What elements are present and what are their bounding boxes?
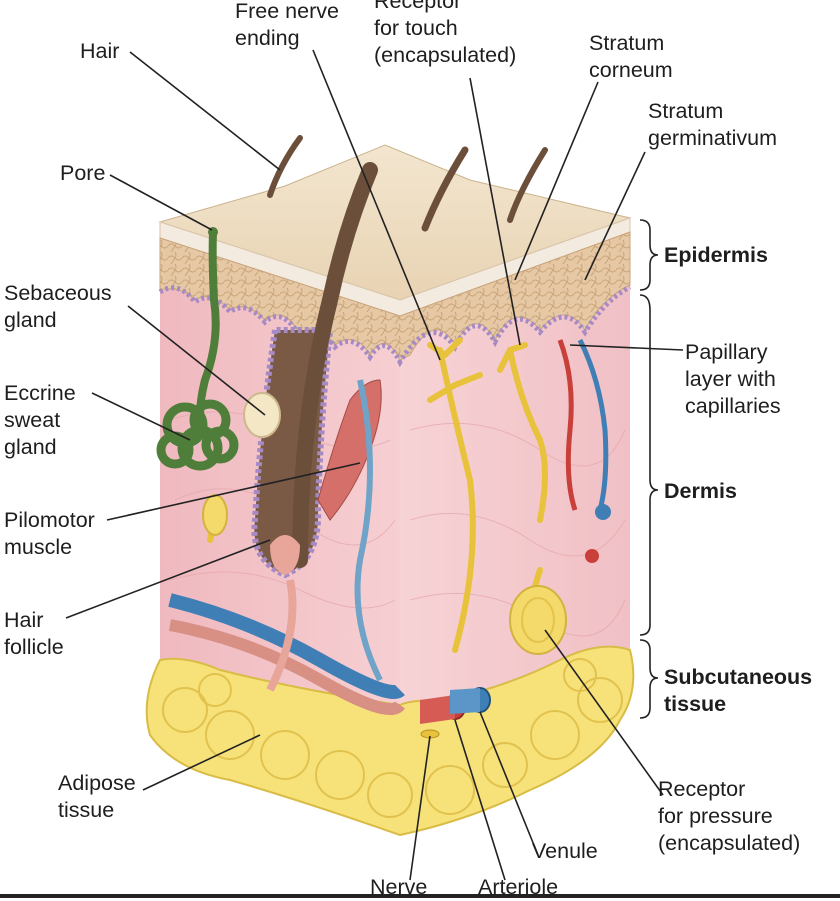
layer-braces (639, 219, 659, 719)
large-vein (168, 593, 405, 699)
pressure-receptor-shape (509, 585, 567, 655)
hair-shaft (292, 162, 378, 568)
bottom-border (0, 894, 840, 898)
label-hair: Hair (80, 39, 120, 63)
label-hair-follicle: Hair follicle (4, 608, 64, 659)
label-receptor-for-pressure: Receptor for pressure (encapsulated) (658, 777, 801, 855)
label-stratum-germinativum: Stratum germinativum (648, 99, 778, 150)
dermis-right-face (400, 218, 630, 760)
label-free-nerve-ending: Free nerve ending (235, 0, 339, 50)
label-adipose-tissue: Adipose tissue (58, 771, 136, 822)
pointer-lines (65, 49, 684, 881)
fat-lobules (162, 658, 623, 818)
sweat-duct (196, 231, 220, 416)
sweat-gland-coil (156, 399, 239, 471)
sebaceous-gland-shape (243, 392, 281, 438)
basal-layer-line (158, 284, 632, 368)
label-epidermis: Epidermis (664, 243, 768, 267)
label-dermis: Dermis (664, 479, 737, 503)
label-stratum-corneum: Stratum corneum (589, 31, 673, 82)
label-papillary-layer: Papillary layer with capillaries (685, 340, 781, 418)
label-pilomotor-muscle: Pilomotor muscle (4, 508, 95, 559)
label-eccrine-sweat-gland: Eccrine sweat gland (4, 381, 76, 459)
label-subcutaneous-tissue: Subcutaneous tissue (664, 665, 813, 716)
label-pore: Pore (60, 161, 106, 185)
hair-bulb (270, 535, 300, 575)
label-sebaceous-gland: Sebaceous gland (4, 281, 112, 332)
large-artery (168, 619, 405, 716)
label-venule: Venule (532, 839, 598, 863)
label-receptor-for-touch: Receptor for touch (encapsulated) (374, 0, 517, 67)
